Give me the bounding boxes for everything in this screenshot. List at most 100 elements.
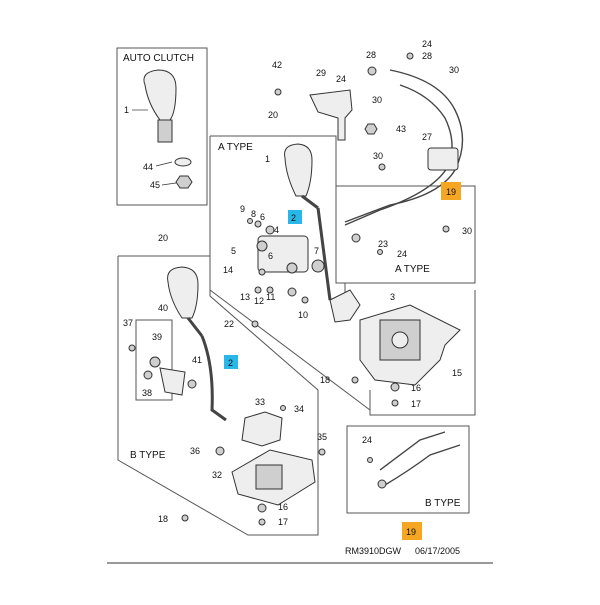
title-a-type-cable: A TYPE bbox=[395, 264, 430, 275]
callout-13: 13 bbox=[240, 292, 250, 302]
callout-37: 37 bbox=[123, 318, 133, 328]
bushing-7 bbox=[311, 259, 325, 273]
clip-28a bbox=[367, 66, 377, 76]
bolt-34 bbox=[280, 405, 286, 411]
bushing-6b bbox=[286, 262, 298, 274]
callout-14: 14 bbox=[223, 265, 233, 275]
callout-29: 29 bbox=[316, 68, 326, 78]
b-type-bolt-18 bbox=[181, 514, 189, 522]
b-cable-end bbox=[377, 479, 387, 489]
callout-42: 42 bbox=[272, 60, 282, 70]
callout-6: 6 bbox=[260, 212, 265, 222]
b-type-knob bbox=[167, 266, 199, 319]
b-type-nut-17 bbox=[258, 518, 266, 526]
callout-24: 24 bbox=[362, 435, 372, 445]
callout-36: 36 bbox=[190, 446, 200, 456]
callout-8: 8 bbox=[251, 209, 256, 219]
callout-2: 2 bbox=[228, 358, 233, 368]
callout-7: 7 bbox=[314, 246, 319, 256]
callout-32: 32 bbox=[212, 470, 222, 480]
a-type-nut-17 bbox=[391, 399, 399, 407]
bracket-29 bbox=[309, 89, 353, 141]
cable-bracket-27 bbox=[427, 147, 459, 171]
title-b-type-main: B TYPE bbox=[130, 450, 166, 461]
clip-30c bbox=[378, 163, 386, 171]
callout-38: 38 bbox=[142, 388, 152, 398]
callout-27: 27 bbox=[422, 132, 432, 142]
nut-13 bbox=[254, 286, 262, 294]
b-type-bracket-40 bbox=[159, 367, 186, 396]
a-type-bolt-18 bbox=[351, 376, 359, 384]
pivot-41 bbox=[187, 379, 197, 389]
callout-44: 44 bbox=[143, 162, 153, 172]
cable-end-23 bbox=[351, 233, 361, 243]
callout-9: 9 bbox=[240, 204, 245, 214]
a-type-housing bbox=[257, 235, 309, 273]
nut-36 bbox=[215, 446, 225, 456]
bolt-37 bbox=[128, 344, 136, 352]
callout-34: 34 bbox=[294, 404, 304, 414]
auto-clutch-boot bbox=[157, 119, 173, 143]
callout-12: 12 bbox=[254, 296, 264, 306]
badge-19-b bbox=[402, 522, 422, 540]
auto-clutch-nut bbox=[175, 175, 193, 189]
a-type-lever bbox=[316, 207, 332, 301]
callout-28: 28 bbox=[422, 51, 432, 61]
callout-11: 11 bbox=[266, 292, 275, 302]
callout-6: 6 bbox=[268, 251, 273, 261]
clip-28b bbox=[406, 52, 414, 60]
bushing-5 bbox=[256, 240, 268, 252]
callout-4: 4 bbox=[274, 225, 279, 235]
callout-16: 16 bbox=[411, 383, 421, 393]
badge-2-a bbox=[288, 210, 302, 224]
a-type-cable-frame bbox=[335, 186, 438, 284]
nut-22 bbox=[251, 320, 259, 328]
callout-1: 1 bbox=[124, 105, 129, 115]
callout-20: 20 bbox=[268, 110, 278, 120]
callout-17: 17 bbox=[278, 517, 288, 527]
a-type-bracket-hole bbox=[391, 331, 409, 349]
washer-8 bbox=[254, 220, 262, 228]
a-type-knob bbox=[284, 143, 313, 197]
callout-17: 17 bbox=[411, 399, 421, 409]
a-type-shift-arm bbox=[329, 289, 361, 323]
callout-19: 19 bbox=[406, 527, 416, 537]
callout-33: 33 bbox=[255, 397, 265, 407]
title-b-type-cable: B TYPE bbox=[425, 498, 461, 509]
a-type-main-frame-bottom bbox=[369, 290, 476, 416]
callout-24: 24 bbox=[336, 74, 346, 84]
callout-24: 24 bbox=[397, 249, 407, 259]
callout-18: 18 bbox=[320, 375, 330, 385]
callout-15: 15 bbox=[452, 368, 462, 378]
clip-35 bbox=[318, 448, 326, 456]
bolt-10 bbox=[301, 296, 309, 304]
callout-30: 30 bbox=[373, 151, 383, 161]
clip-24c bbox=[377, 249, 383, 255]
bushing-39 bbox=[149, 356, 161, 368]
callout-20: 20 bbox=[158, 233, 168, 243]
b-type-housing-33 bbox=[241, 411, 283, 447]
a-type-main-frame-diag bbox=[209, 289, 371, 411]
callout-28: 28 bbox=[366, 50, 376, 60]
title-a-type-main: A TYPE bbox=[218, 142, 253, 153]
footer-date: 06/17/2005 bbox=[415, 546, 460, 556]
nut-43 bbox=[364, 123, 378, 135]
b-cable-upper bbox=[379, 431, 446, 471]
badge-2-b bbox=[224, 355, 238, 369]
auto-clutch-knob bbox=[143, 69, 177, 121]
callout-30: 30 bbox=[372, 95, 382, 105]
pin-14 bbox=[258, 268, 266, 276]
callout-43: 43 bbox=[396, 124, 406, 134]
bushing-38 bbox=[143, 370, 153, 380]
b-type-grommet-16 bbox=[257, 503, 267, 513]
badge-19-a bbox=[441, 182, 461, 200]
clip-9 bbox=[247, 218, 253, 224]
callout-40: 40 bbox=[158, 303, 168, 313]
callout-23: 23 bbox=[378, 239, 388, 249]
b-clip-24 bbox=[367, 457, 373, 463]
bushing-6a bbox=[265, 225, 275, 235]
callout-22: 22 bbox=[224, 319, 234, 329]
callout-19: 19 bbox=[446, 187, 456, 197]
